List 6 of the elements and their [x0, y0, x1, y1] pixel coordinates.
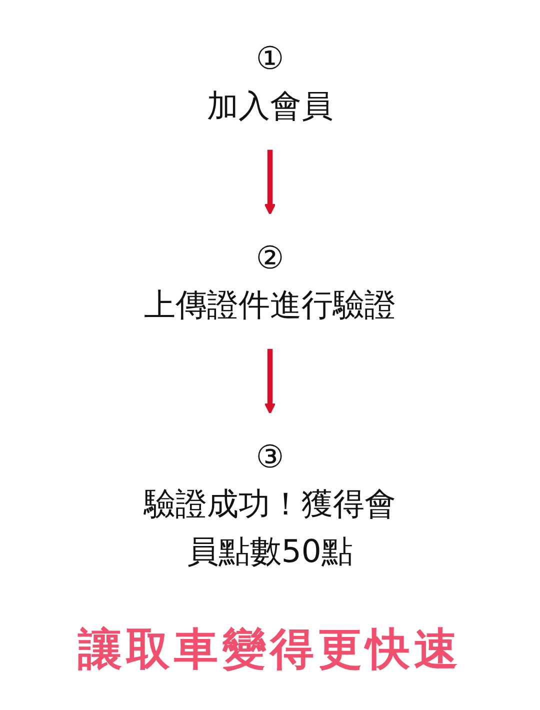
node-text: ② 上傳證件進行驗證: [144, 240, 396, 324]
arrow: [264, 149, 276, 216]
node-text: ① 加入會員: [207, 40, 333, 124]
arrow: [264, 348, 276, 414]
slogan: 讓取車變得更快速: [76, 623, 463, 677]
node-text: ③ 驗證成功！獲得會員點數50點: [144, 438, 396, 570]
